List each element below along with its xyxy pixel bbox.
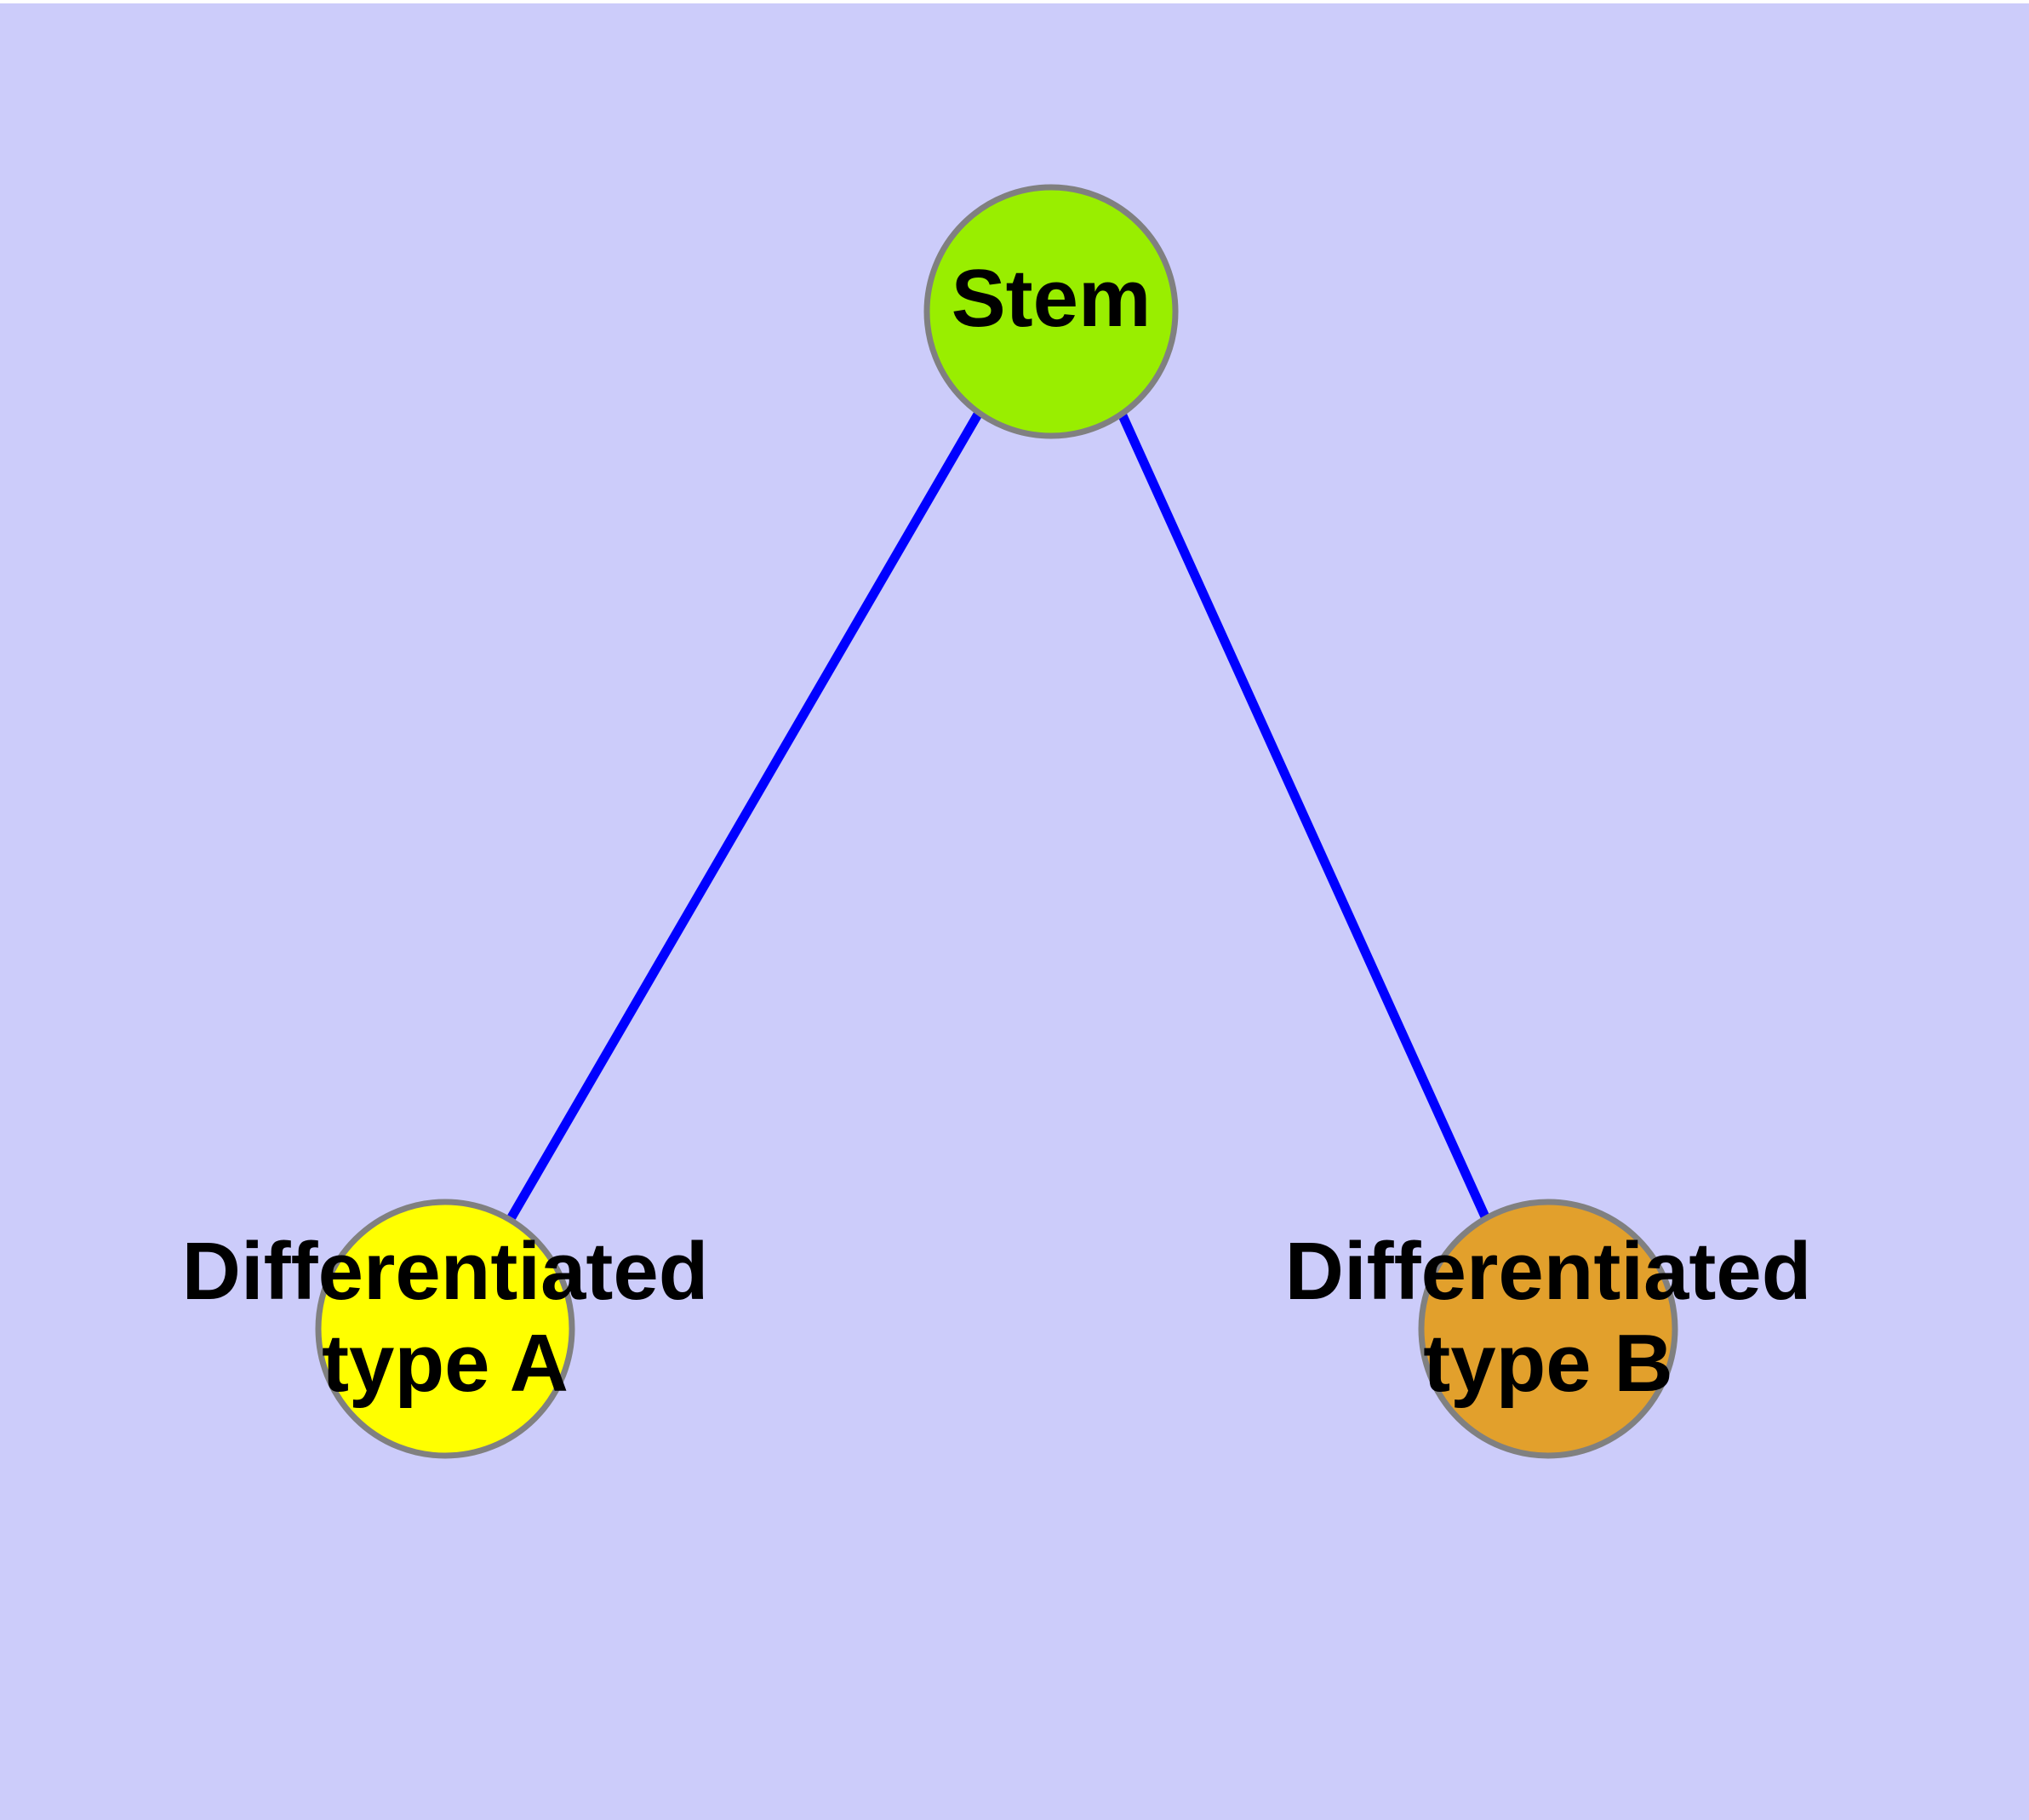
node-differentiated-type-a[interactable] (315, 1199, 575, 1459)
edge-layer (507, 410, 1493, 1225)
edge-stem-to-differentiated-type-a (507, 410, 983, 1220)
node-stem[interactable] (923, 184, 1179, 439)
node-layer (315, 184, 1678, 1459)
edge-stem-to-differentiated-type-b (1117, 411, 1493, 1225)
node-differentiated-type-b[interactable] (1418, 1199, 1678, 1459)
